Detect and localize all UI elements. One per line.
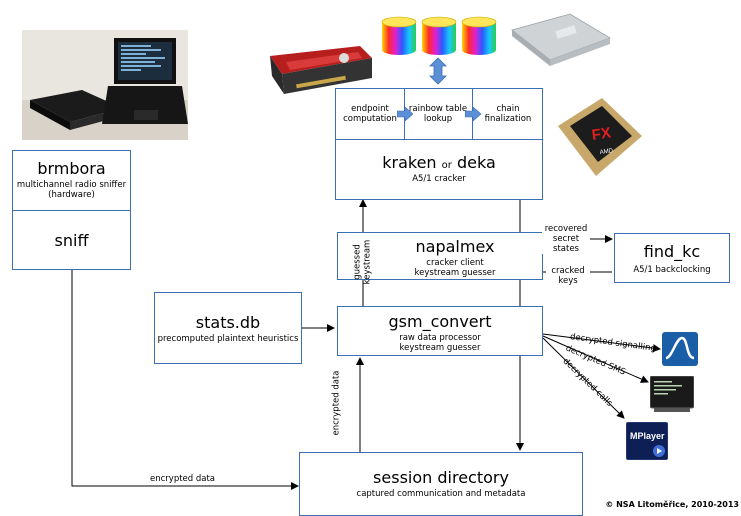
wireshark-icon [662,332,698,366]
find-kc-box: find_kc A5/1 backclocking [614,233,730,283]
brmbora-divider [13,210,130,211]
kraken-inner-divider [336,139,542,140]
stats-db-title: stats.db [195,313,261,332]
rainbow-table-databases [380,16,500,58]
amd-fx-cpu-image: FX AMD [552,96,644,178]
brmbora-hardware-note: (hardware) [48,190,95,200]
terminal-icon [649,375,695,412]
step-chain-finalization: chain finalization [484,104,532,124]
brmbora-box: brmbora multichannel radio sniffer (hard… [12,150,131,270]
cpu-maker-text: AMD [599,148,614,156]
edge-sniff-to-session [71,270,299,490]
database-icon [421,16,457,55]
edge-to-mplayer [542,337,625,419]
step-arrow-icon [397,107,413,121]
gpu-card-image [266,42,376,98]
copyright-notice: © NSA Litoměřice, 2010-2013 [605,500,739,509]
ssd-drive-image [506,10,614,70]
kraken-title: kraken or deka [382,153,496,172]
napalmex-subtitle: cracker client [426,258,484,268]
edge-label-encrypted-data: encrypted data [150,474,216,484]
gsm-convert-subtitle-2: keystream guesser [399,343,481,353]
step-arrow-icon [465,107,481,121]
brmbora-title: brmbora [37,159,106,178]
edge-label-encrypted-data-up: encrypted data [331,370,342,436]
step-rainbow-table-lookup: rainbow table lookup [408,104,468,124]
mplayer-icon: MPlayer [625,421,669,461]
session-directory-subtitle: captured communication and metadata [356,489,526,499]
brmbora-hardware-photo [22,30,188,140]
brmbora-subtitle: multichannel radio sniffer [16,180,127,190]
edge-label-cracked-keys: cracked keys [546,266,590,286]
session-directory-title: session directory [373,468,509,487]
gsm-convert-box: gsm_convert raw data processor keystream… [337,306,543,356]
cpu-brand-text: FX [591,124,612,144]
edge-label-recovered-secret-states: recovered secret states [542,224,590,254]
database-icon [381,16,417,55]
edge-to-wireshark [542,333,661,353]
gsm-convert-subtitle: raw data processor [399,333,481,343]
find-kc-title: find_kc [643,242,701,261]
stats-db-box: stats.db precomputed plaintext heuristic… [154,292,302,364]
napalmex-box: napalmex cracker client keystream guesse… [337,232,543,280]
session-directory-box: session directory captured communication… [299,452,583,516]
gsm-convert-title: gsm_convert [388,312,492,331]
edge-label-guessed-keystream: guessed keystream [352,239,373,285]
sniff-title: sniff [54,231,89,250]
database-icon [461,16,497,55]
edge-to-terminal [542,335,649,383]
database-link-arrow [429,57,447,85]
find-kc-subtitle: A5/1 backclocking [633,265,711,275]
stats-db-subtitle: precomputed plaintext heuristics [157,334,299,344]
kraken-box: endpoint computation rainbow table looku… [335,88,543,200]
napalmex-subtitle-2: keystream guesser [414,268,496,278]
kraken-subtitle: A5/1 cracker [412,174,466,184]
step-endpoint-computation: endpoint computation [343,104,397,124]
napalmex-title: napalmex [415,237,495,256]
mplayer-label: MPlayer [630,431,665,441]
